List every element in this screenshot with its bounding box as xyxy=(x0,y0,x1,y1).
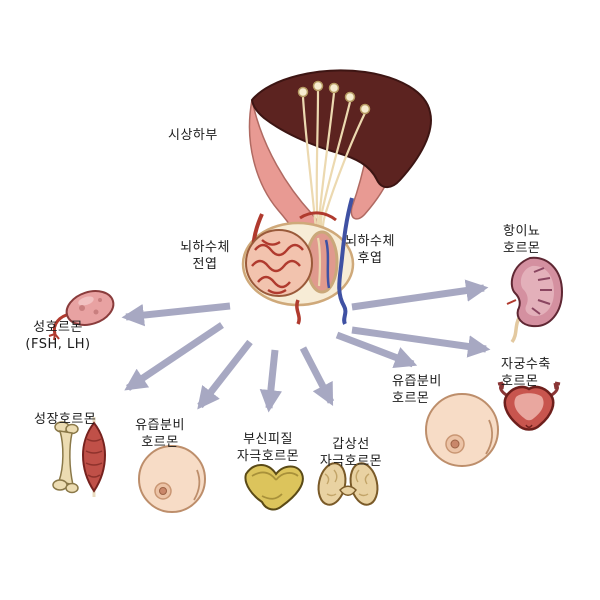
hypothalamus-region xyxy=(250,69,432,189)
neuron-cell-body xyxy=(312,80,324,92)
bone-muscle-illustration xyxy=(52,417,107,497)
neuron-cell-body xyxy=(344,91,356,103)
label-anterior-pituitary: 뇌하수체 전엽 xyxy=(180,240,230,272)
arrow-prolactin-left xyxy=(197,339,253,410)
label-acth: 부신피질 자극호르몬 xyxy=(236,432,300,464)
renal-pyramids xyxy=(531,267,552,315)
neuron-cell-body xyxy=(297,86,309,98)
bone xyxy=(58,430,75,487)
nipple xyxy=(450,439,460,449)
label-prolactin-left: 유즙분비 호르몬 xyxy=(135,418,185,450)
label-hypothalamus: 시상하부 xyxy=(168,128,218,143)
nipple xyxy=(159,487,167,495)
muscle xyxy=(81,421,107,493)
kidney-illustration xyxy=(506,256,564,344)
label-antidiuretic: 항이뇨 호르몬 xyxy=(503,224,541,256)
hypothalamus-pituitary-illustration xyxy=(241,69,432,325)
label-uterine-contraction: 자궁수축 호르몬 xyxy=(501,357,551,389)
neuron-cell-body xyxy=(359,103,371,115)
breast-illustration-left xyxy=(138,445,206,513)
arrow-growth-hormone xyxy=(124,322,224,391)
hormone-arrows xyxy=(121,279,491,413)
ovary-illustration xyxy=(48,290,115,341)
neuron-cell-body xyxy=(328,82,340,94)
arrow-uterine-contraction xyxy=(351,326,491,358)
label-growth-hormone: 성장호르몬 xyxy=(34,412,97,427)
label-sex-hormone: 성호르몬 (FSH, LH) xyxy=(25,320,91,352)
arrow-prolactin-right xyxy=(335,331,418,369)
arrow-tsh xyxy=(299,346,335,406)
arrow-sex-hormone xyxy=(121,302,231,327)
arrow-acth xyxy=(259,349,282,413)
vein xyxy=(337,197,354,325)
label-prolactin-right: 유즙분비 호르몬 xyxy=(392,374,442,406)
label-posterior-pituitary: 뇌하수체 후엽 xyxy=(345,234,395,266)
anterior-pituitary xyxy=(245,229,313,297)
arrow-antidiuretic xyxy=(351,279,489,311)
thyroid-illustration xyxy=(317,462,379,506)
portal-vessel xyxy=(299,211,337,222)
posterior-pituitary xyxy=(305,230,339,294)
vessel-tail-red xyxy=(295,299,301,325)
uterus-illustration xyxy=(497,381,561,431)
adrenal-illustration xyxy=(244,464,304,511)
label-tsh: 갑상선 자극호르몬 xyxy=(319,437,383,469)
breast-illustration-right xyxy=(425,393,499,467)
